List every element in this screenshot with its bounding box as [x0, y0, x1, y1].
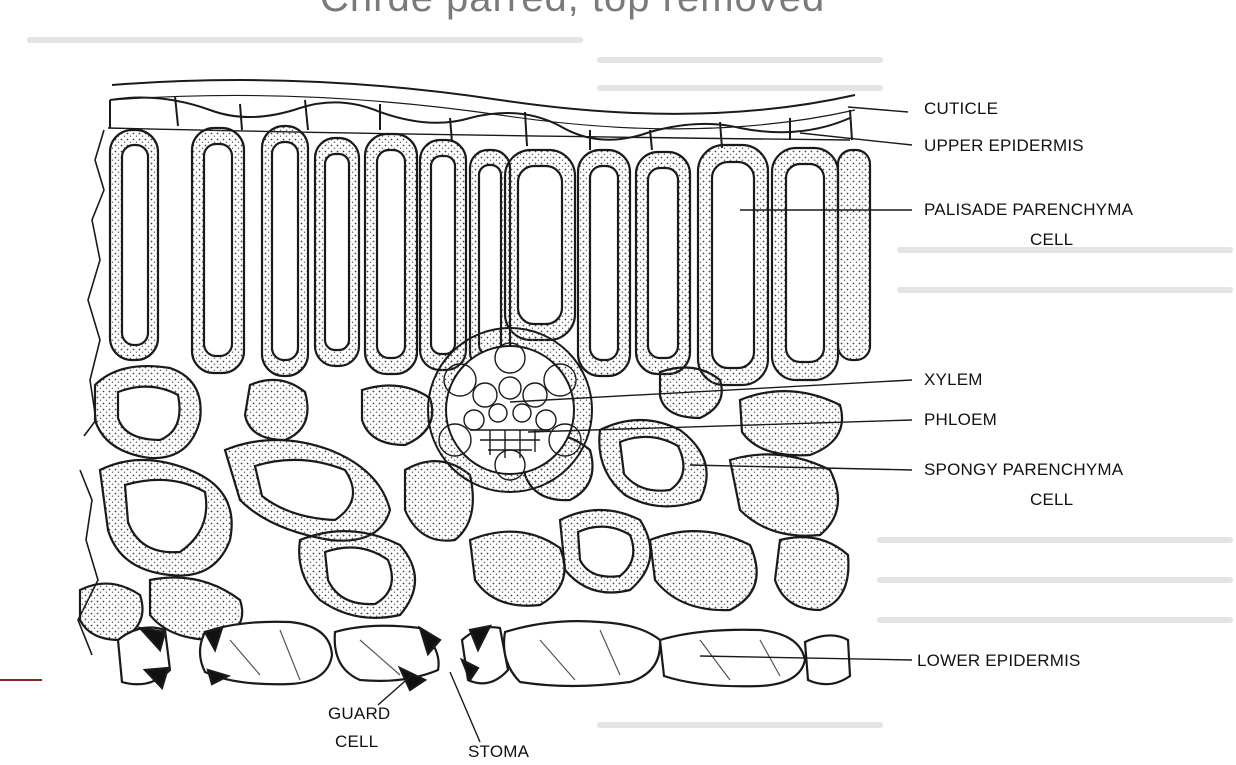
label-palisade-parenchyma: PALISADE PARENCHYMA — [924, 200, 1133, 220]
label-lower-epidermis: LOWER EPIDERMIS — [917, 651, 1081, 671]
leader-cuticle — [848, 107, 908, 112]
vascular-bundle — [428, 328, 592, 492]
label-guard-cell: CELL — [335, 732, 378, 752]
lower-epidermis-layer — [118, 621, 850, 690]
label-stoma: STOMA — [468, 742, 529, 762]
label-guard: GUARD — [328, 704, 390, 724]
label-phloem: PHLOEM — [924, 410, 997, 430]
label-xylem: XYLEM — [924, 370, 983, 390]
label-palisade-cell: CELL — [1030, 230, 1073, 250]
label-cuticle: CUTICLE — [924, 99, 998, 119]
label-spongy-cell: CELL — [1030, 490, 1073, 510]
label-spongy-parenchyma: SPONGY PARENCHYMA — [924, 460, 1123, 480]
label-upper-epidermis: UPPER EPIDERMIS — [924, 136, 1084, 156]
